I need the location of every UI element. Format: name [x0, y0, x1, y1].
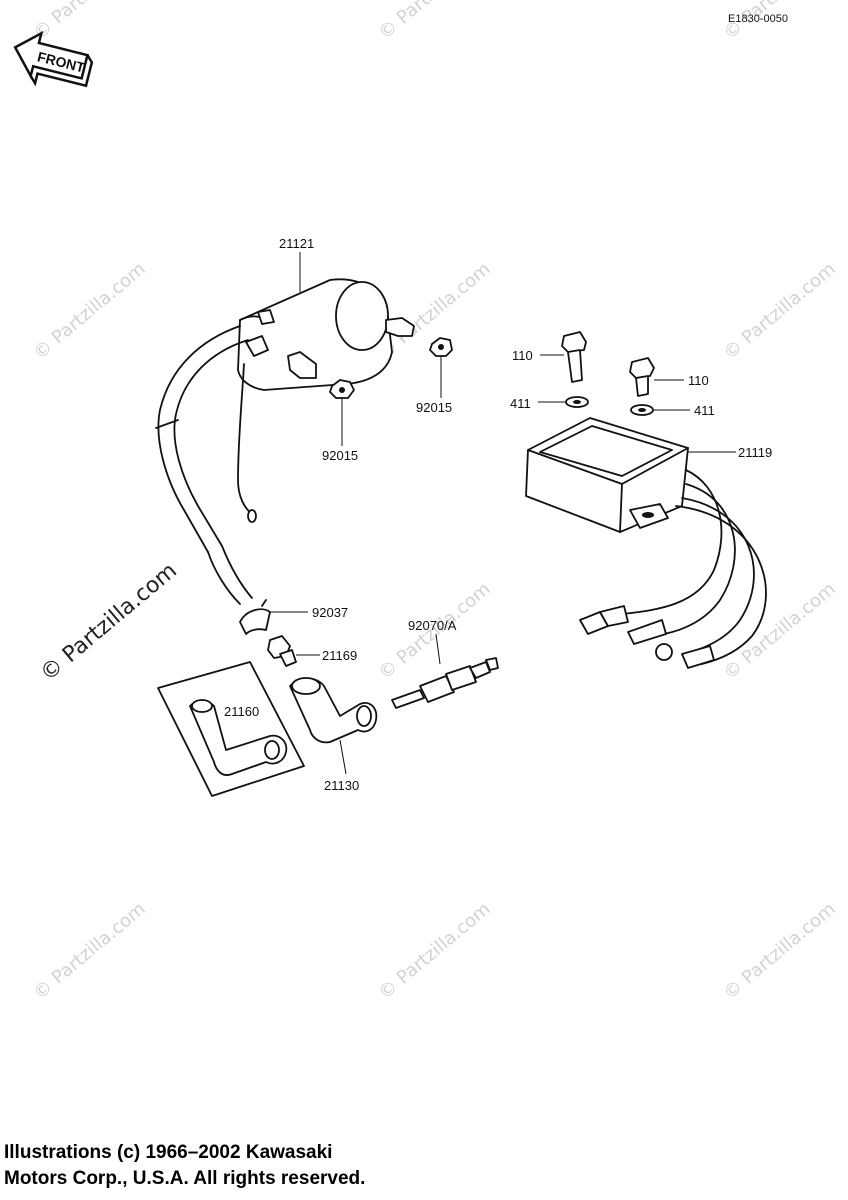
watermarks: © Partzilla.com © Partzilla.com © Partzi…: [30, 0, 840, 1004]
callout-110-right: 110: [688, 373, 709, 388]
nut-21169: [267, 635, 297, 667]
copyright-notice: Illustrations (c) 1966–2002 Kawasaki Mot…: [4, 1140, 365, 1192]
watermark: © Partzilla.com: [30, 898, 150, 1003]
watermark: © Partzilla.com: [375, 0, 495, 44]
ignition-coil: [237, 278, 415, 523]
front-arrow-icon: FRONT: [13, 30, 94, 88]
callout-21169: 21169: [322, 648, 357, 663]
callouts: 21121 92015 92015 110 110 411 411 21119 …: [224, 236, 772, 793]
high-tension-lead: [155, 325, 253, 605]
bolt-110-left: [561, 331, 587, 383]
clamp-92037: [239, 599, 271, 635]
plug-cap-21130: [289, 677, 378, 744]
callout-411-right: 411: [694, 403, 715, 418]
watermark: © Partzilla.com: [720, 898, 840, 1003]
nut-92015-right: [429, 337, 453, 357]
igniter-unit: [525, 417, 689, 533]
spark-plug: [391, 657, 499, 709]
callout-21160: 21160: [224, 704, 259, 719]
leader-lines: [270, 252, 736, 775]
callout-110-left: 110: [512, 348, 533, 363]
drawing-code: E1830-0050: [728, 13, 788, 25]
callout-21130: 21130: [324, 778, 359, 793]
callout-92015-left: 92015: [322, 448, 358, 463]
callout-92037: 92037: [312, 605, 348, 620]
washer-411-right: [630, 404, 654, 416]
igniter-harness: [579, 469, 767, 669]
copyright-line-1: Illustrations (c) 1966–2002 Kawasaki: [4, 1142, 333, 1163]
watermark: © Partzilla.com: [720, 258, 840, 363]
callout-21119: 21119: [738, 445, 772, 460]
callout-21121: 21121: [279, 236, 314, 251]
callout-92015-right: 92015: [416, 400, 452, 415]
copyright-line-2: Motors Corp., U.S.A. All rights reserved…: [4, 1168, 366, 1189]
watermark: © Partzilla.com: [375, 898, 495, 1003]
callout-92070A: 92070/A: [408, 618, 457, 633]
plug-cap-box-21160: [157, 661, 305, 797]
watermark: © Partzilla.com: [30, 258, 150, 363]
callout-411-left: 411: [510, 396, 531, 411]
bolt-110-right: [629, 357, 655, 397]
watermark-dark: © Partzilla.com: [36, 558, 182, 686]
nut-92015-left: [329, 379, 355, 399]
watermark: © Partzilla.com: [30, 0, 150, 44]
washer-411-left: [565, 396, 589, 408]
watermark: © Partzilla.com: [720, 578, 840, 683]
